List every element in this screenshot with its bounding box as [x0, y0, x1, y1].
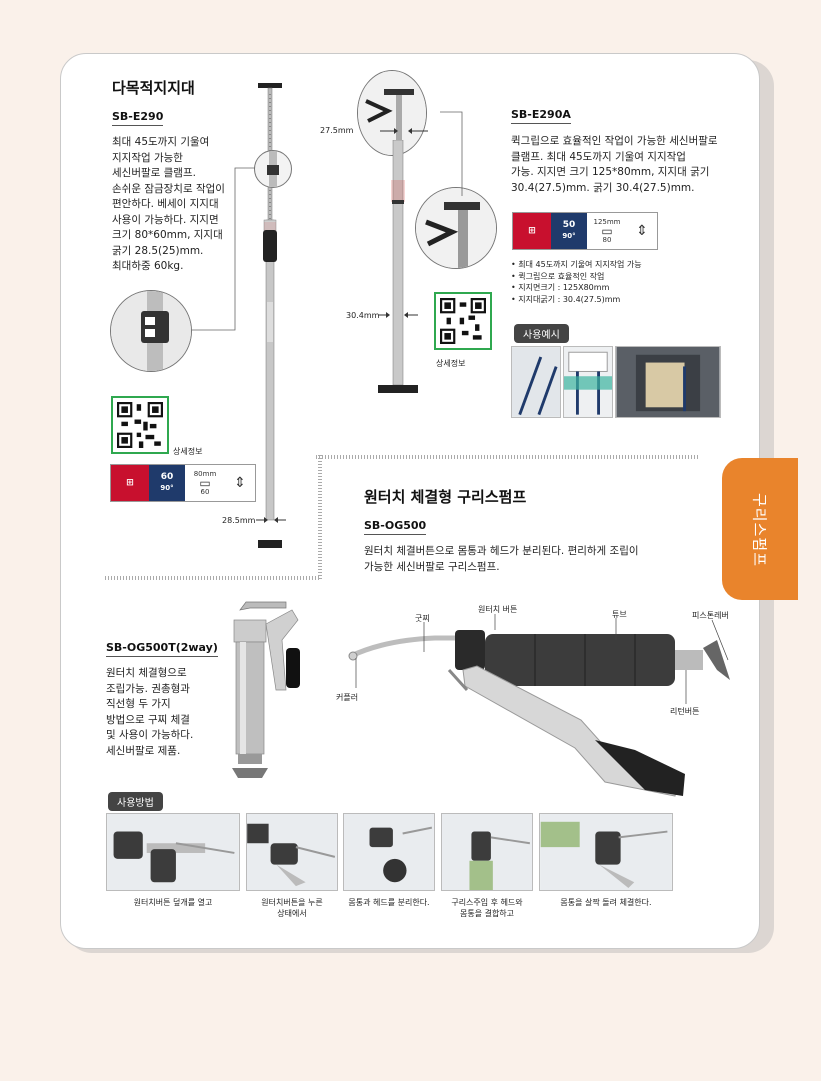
howto-caption-line: 몸통을 살짝 돌려 체결한다. [560, 898, 652, 907]
product1-desc-line: 사용이 가능하다. 지지면 [112, 213, 219, 226]
category-tab[interactable] [722, 458, 798, 600]
product1-detail-zoom-small [254, 150, 292, 188]
product4-model: SB-OG500T(2way) [106, 641, 218, 657]
grease-gun-2way-image [226, 598, 306, 783]
product2-bullet-item: 퀵그립으로 효율적인 작업 [511, 271, 711, 283]
product4-desc-line: 직선형 두 가지 [106, 698, 171, 710]
section-divider-bottom [105, 576, 321, 580]
howto-caption-line: 몸통을 결합하고 [459, 909, 515, 918]
product2-dim-mid: 30.4mm [346, 311, 380, 320]
product2-desc-line: 퀵그립으로 효율적인 작업이 가능한 세신버팔로 [511, 135, 718, 147]
product1-desc-line: 편안하다. 베세이 지지대 [112, 198, 219, 210]
grease-gun-image [345, 610, 740, 800]
product2-desc-line: 30.4(27.5)mm. 굵기 30.4(27.5)mm. [511, 181, 695, 194]
callout-lines [355, 614, 729, 704]
product2-qr-code[interactable] [434, 292, 492, 350]
howto-caption-line: 상태에서 [277, 909, 307, 918]
product1-desc-line: 최대 45도까지 기울여 [112, 136, 210, 148]
product2-handle-zoom [357, 70, 427, 156]
howto-caption-line: 원터치버튼 덮개를 열고 [133, 898, 213, 907]
product2-desc-line: 클램프. 최대 45도까지 기울여 지지작업 [511, 150, 686, 163]
product1-qr-code[interactable] [111, 396, 169, 454]
section-divider-top [316, 455, 700, 459]
product2-bullet-item: 최대 45도까지 기울여 지지작업 가능 [511, 259, 711, 271]
adjust-arrow-icon: ⇕ [627, 213, 657, 249]
product2-dim-top-arrows [380, 128, 428, 134]
product2-usage-label: 사용예시 [514, 324, 569, 343]
product1-model: SB-E290 [112, 110, 164, 126]
product4-desc-line: 및 사용이 가능하다. [106, 729, 194, 741]
clamp-lock-icon: ⊞ [111, 465, 149, 501]
callout-piston-lever: 피스톤레버 [692, 611, 729, 620]
product2-desc-line: 가능. 지지면 크기 125*80mm, 지지대 굵기 [511, 166, 710, 178]
howto-caption-line: 원터치버튼을 누른 [261, 898, 323, 907]
howto-photo-3 [343, 813, 435, 891]
product4-desc-line: 세신버팔로 제품. [106, 744, 181, 757]
product1-dimension: 28.5mm [222, 516, 256, 525]
howto-step-1-caption: 원터치버튼 덮개를 열고 [106, 897, 240, 908]
product2-dim-mid-arrows [378, 312, 418, 318]
usage-photo-1 [511, 346, 561, 418]
callout-tube: 튜브 [612, 610, 627, 619]
product1-qr-label: 상세정보 [173, 447, 203, 456]
callout-release-button: 리턴버튼 [670, 707, 700, 716]
contact-size-icon: 80mm▭60 [185, 465, 225, 501]
usage-photo-3 [615, 346, 721, 418]
product2-bullet-item: 지지대굵기 : 30.4(27.5)mm [511, 294, 711, 306]
contact-size-icon: 125mm▭80 [587, 213, 627, 249]
product1-desc-line: 손쉬운 잠금장치로 작업이 [112, 182, 225, 195]
product2-model: SB-E290A [511, 108, 571, 124]
product1-title: 다목적지지대 [112, 79, 195, 97]
product1-desc-line: 크기 80*60mm, 지지대 [112, 229, 223, 241]
product2-connector-line [440, 111, 463, 196]
product2-bullet-list: 최대 45도까지 기울여 지지작업 가능퀵그립으로 효율적인 작업지지면크기 :… [511, 259, 711, 305]
product3-model: SB-OG500 [364, 519, 427, 535]
howto-step-5-caption: 몸통을 살짝 돌려 체결한다. [539, 897, 673, 908]
howto-photo-4 [441, 813, 533, 891]
howto-photo-2 [246, 813, 338, 891]
product2-qr-label: 상세정보 [436, 359, 466, 368]
howto-caption-line: 몸통과 헤드를 분리한다. [348, 898, 430, 907]
product1-dimension-arrows [256, 517, 286, 523]
product4-desc-line: 조립가능. 권총형과 [106, 682, 190, 695]
category-tab-label: 구리스펌프 [750, 492, 769, 568]
howto-label: 사용방법 [108, 792, 163, 811]
howto-caption-line: 구리스주입 후 헤드와 [451, 898, 523, 907]
product2-bullet-item: 지지면크기 : 125X80mm [511, 282, 711, 294]
product4-desc-line: 방법으로 구찌 체결 [106, 713, 190, 726]
product3-title: 원터치 체결형 구리스펌프 [364, 488, 527, 506]
product2-pole-image [378, 139, 418, 400]
howto-step-3-caption: 몸통과 헤드를 분리한다. [343, 897, 435, 908]
callout-nozzle: 굿찌 [415, 614, 430, 623]
howto-photo-5 [539, 813, 673, 891]
product1-desc-line: 최대하중 60kg. [112, 260, 184, 272]
product1-connector-lines [170, 167, 255, 331]
clamp-lock-icon: ⊞ [513, 213, 551, 249]
callout-onetouch-button: 원터치 버튼 [478, 605, 518, 614]
product4-desc-line: 원터치 체결형으로 [106, 667, 187, 679]
product3-desc-line: 원터치 체결버튼으로 몸통과 헤드가 분리된다. 편리하게 조립이 [364, 545, 639, 557]
product1-detail-zoom-large [110, 290, 192, 372]
product1-desc-line: 굵기 28.5(25)mm. [112, 244, 204, 257]
adjust-arrow-icon: ⇕ [225, 465, 255, 501]
section-divider-vertical [318, 455, 322, 580]
product3-desc-line: 가능한 세신버팔로 구리스펌프. [364, 560, 500, 573]
howto-photo-1 [106, 813, 240, 891]
product2-grip-zoom [415, 187, 497, 269]
callout-coupler: 커플러 [336, 693, 359, 702]
product2-dim-top: 27.5mm [320, 126, 354, 135]
product1-desc-line: 세신버팔로 클램프. [112, 167, 196, 179]
product1-desc-line: 지지작업 가능한 [112, 151, 183, 164]
usage-photo-2 [563, 346, 613, 418]
